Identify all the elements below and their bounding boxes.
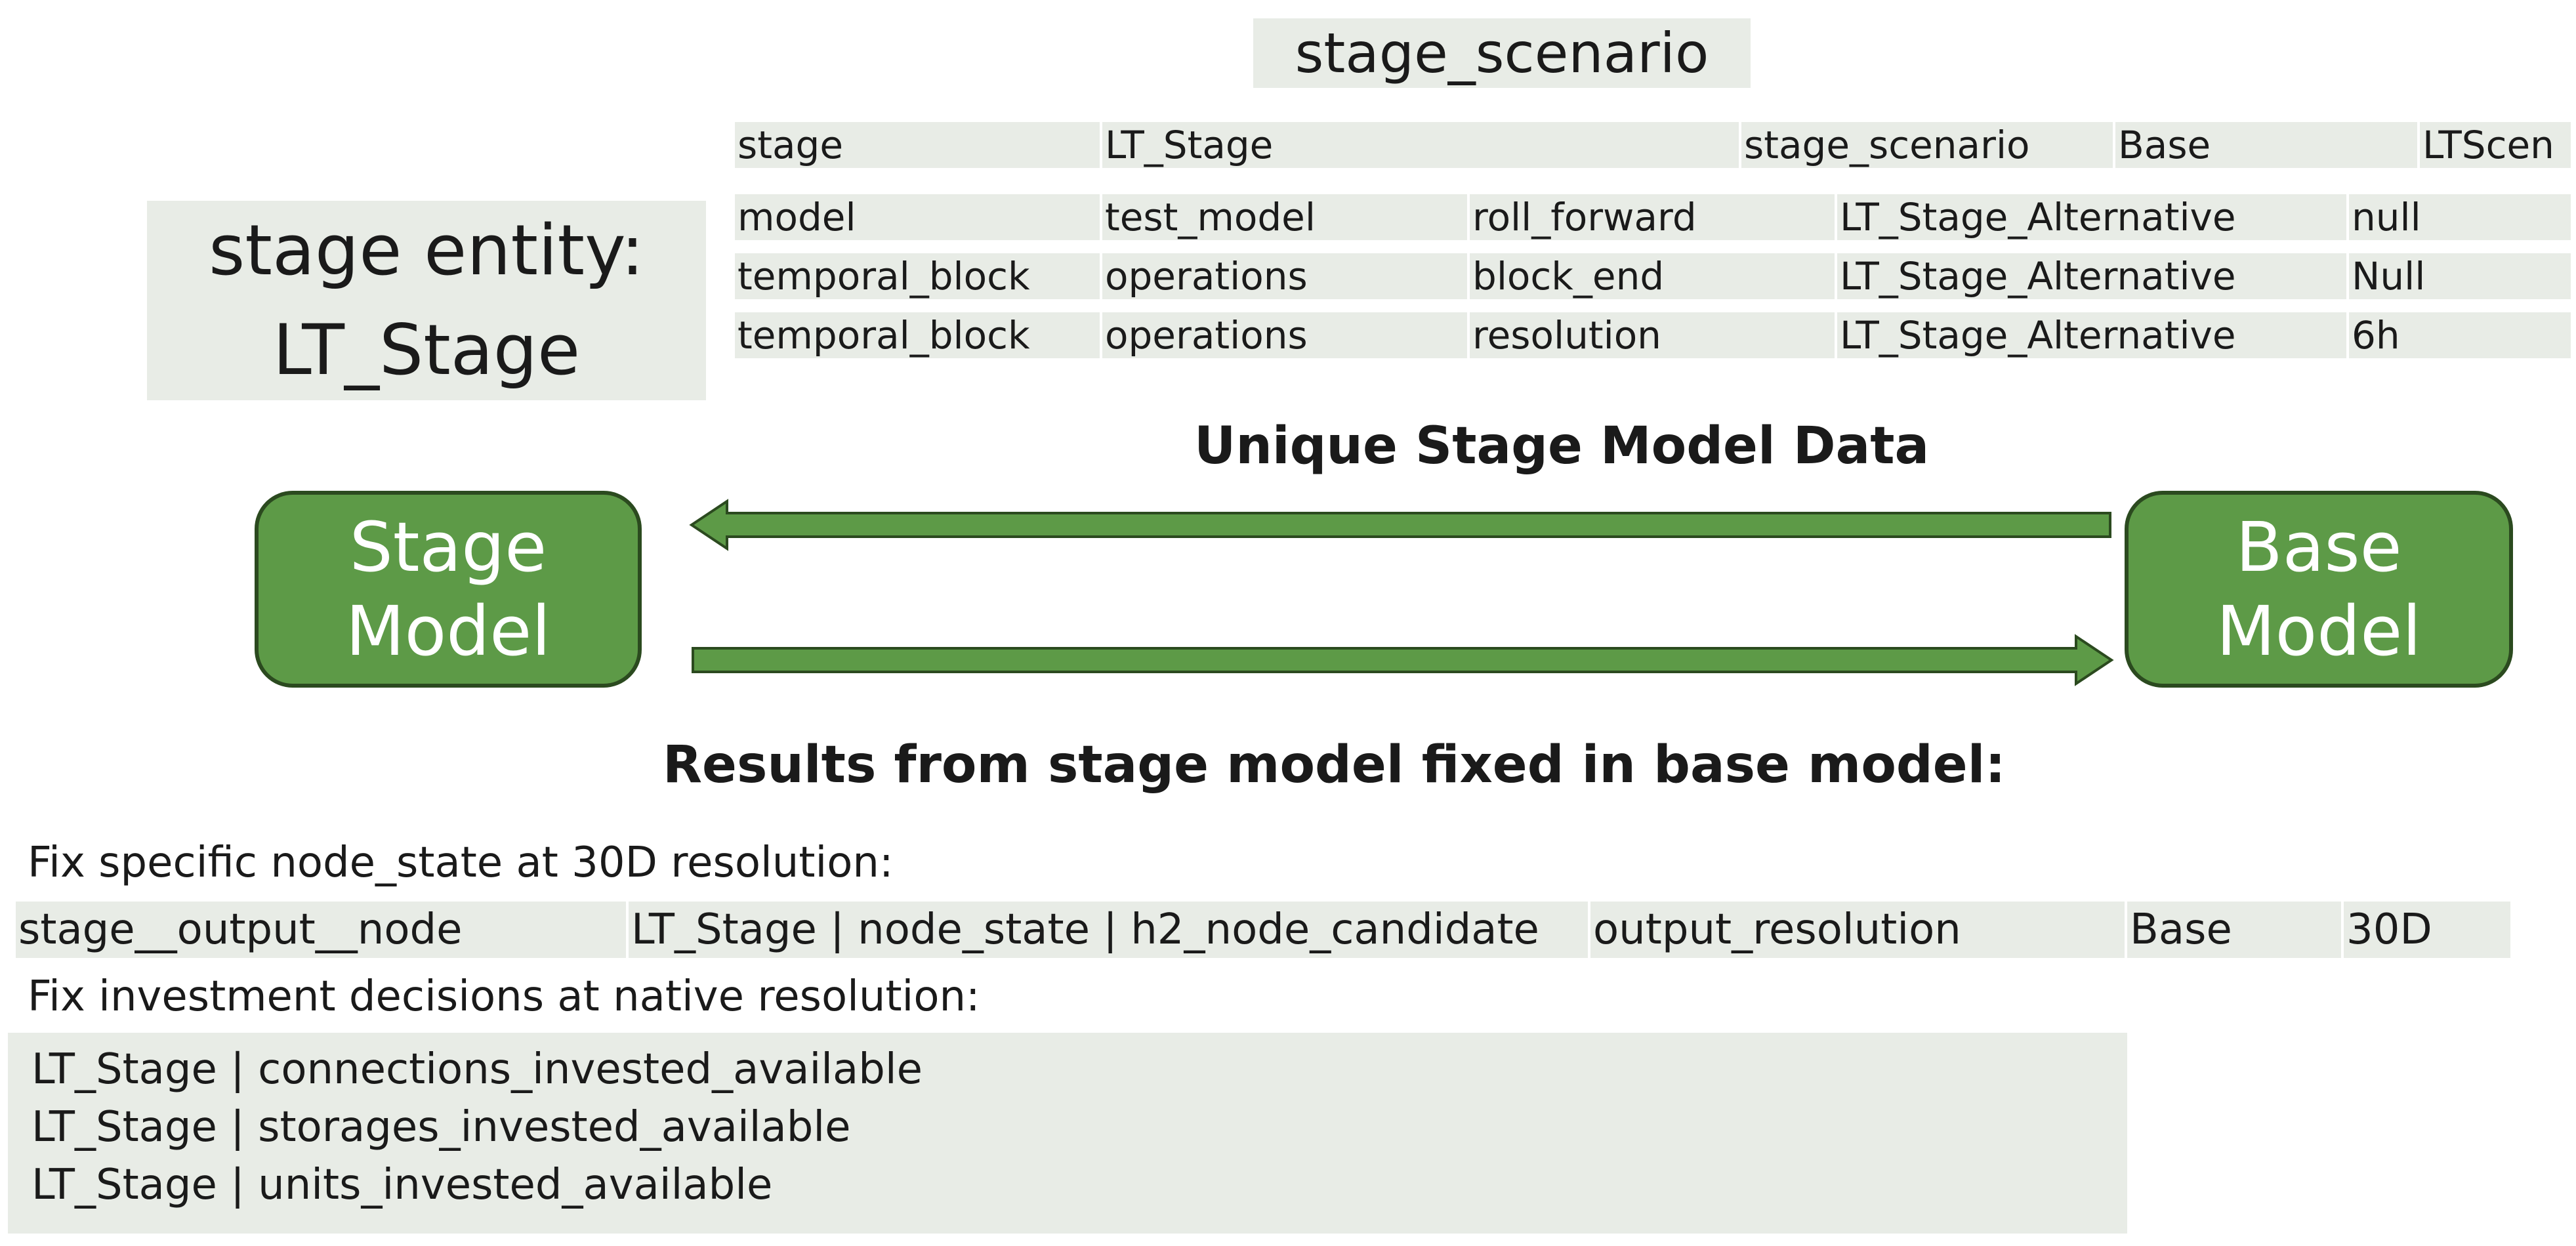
stage-model-box: Stage Model [255, 491, 642, 688]
investment-list: LT_Stage | connections_invested_availabl… [8, 1033, 2127, 1234]
param-cell: LT_Stage_Alternative [1837, 194, 2346, 240]
stage-entity-box: stage entity: LT_Stage [147, 201, 706, 400]
param-cell: null [2349, 194, 2571, 240]
stage-entity-label: stage entity: [209, 210, 644, 291]
param-cell: model [735, 194, 1100, 240]
stage-scenario-cell: LT_Stage [1102, 122, 1739, 168]
param-cell: LT_Stage_Alternative [1837, 253, 2346, 299]
unique-stage-data-label: Unique Stage Model Data [1194, 417, 1930, 476]
list-item: LT_Stage | storages_invested_available [31, 1103, 851, 1152]
stage-scenario-title: stage_scenario [1253, 18, 1751, 88]
arrow-right-icon [692, 634, 2114, 686]
stage-model-line1: Stage [349, 507, 547, 587]
stage-entity-name: LT_Stage [272, 310, 581, 390]
base-model-box: Base Model [2125, 491, 2513, 688]
results-label: Results from stage model fixed in base m… [663, 736, 2006, 795]
param-cell: Null [2349, 253, 2571, 299]
base-model-line1: Base [2235, 507, 2402, 587]
param-cell: roll_forward [1470, 194, 1835, 240]
arrow-left-icon [689, 499, 2111, 551]
stage-scenario-cell: LTScen [2420, 122, 2571, 168]
stage-model-line2: Model [345, 591, 551, 671]
fix-investment-label: Fix investment decisions at native resol… [28, 972, 980, 1021]
param-cell: operations [1102, 253, 1467, 299]
param-cell: LT_Stage_Alternative [1837, 312, 2346, 358]
param-cell: block_end [1470, 253, 1835, 299]
list-item: LT_Stage | connections_invested_availabl… [31, 1045, 923, 1094]
fix-node-state-label: Fix specific node_state at 30D resolutio… [28, 839, 894, 887]
param-cell: temporal_block [735, 253, 1100, 299]
output-cell: 30D [2344, 902, 2510, 958]
output-cell: output_resolution [1590, 902, 2125, 958]
param-cell: temporal_block [735, 312, 1100, 358]
param-cell: 6h [2349, 312, 2571, 358]
output-cell: stage__output__node [16, 902, 626, 958]
stage-scenario-cell: Base [2115, 122, 2417, 168]
param-cell: test_model [1102, 194, 1467, 240]
output-cell: LT_Stage | node_state | h2_node_candidat… [629, 902, 1588, 958]
param-cell: operations [1102, 312, 1467, 358]
stage-scenario-cell: stage_scenario [1741, 122, 2113, 168]
param-cell: resolution [1470, 312, 1835, 358]
base-model-line2: Model [2216, 591, 2422, 671]
output-cell: Base [2127, 902, 2341, 958]
stage-scenario-cell: stage [735, 122, 1100, 168]
list-item: LT_Stage | units_invested_available [31, 1161, 773, 1209]
